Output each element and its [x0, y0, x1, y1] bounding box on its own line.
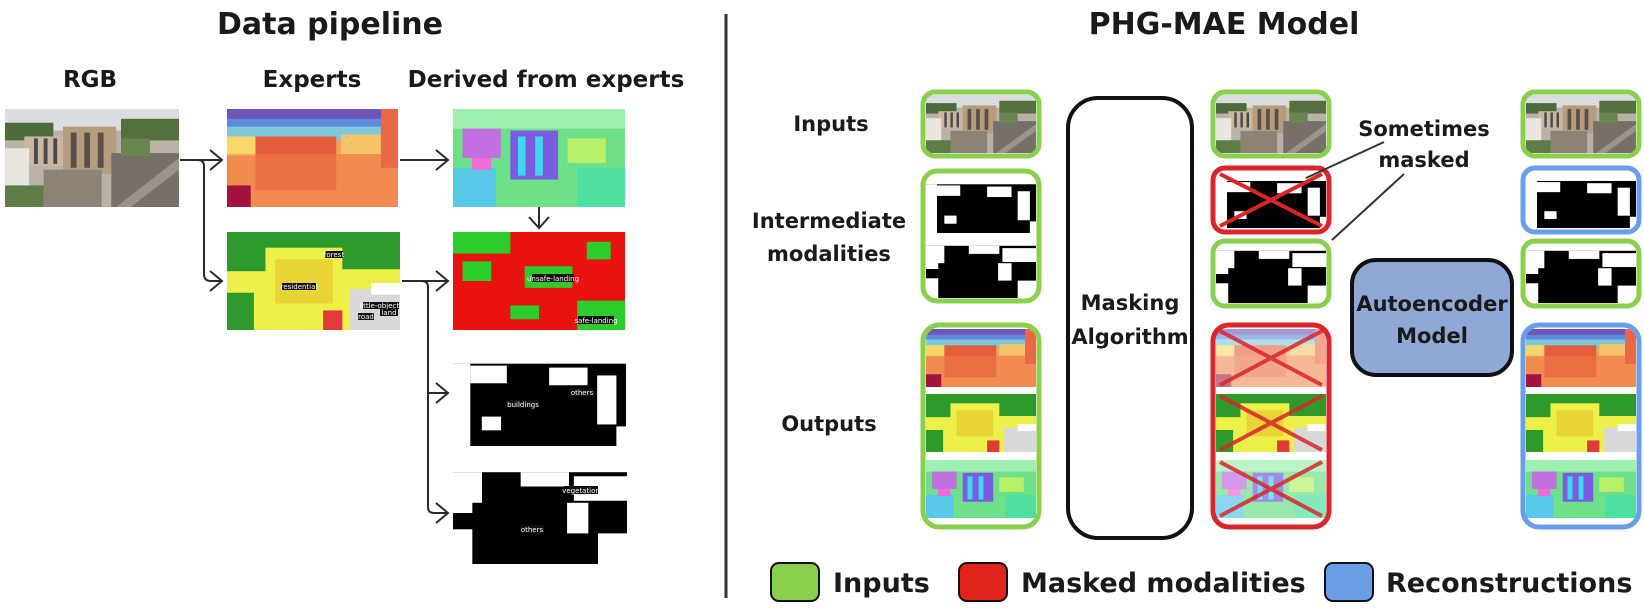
data-pipeline-title: Data pipeline [217, 7, 443, 42]
row-label-inputs: Inputs [793, 112, 868, 136]
model-title: PHG-MAE Model [1089, 7, 1360, 42]
rgb-column-header: RGB [63, 67, 117, 93]
legend-label-inputs: Inputs [833, 568, 930, 599]
autoencoder-label-1: Autoencoder [1356, 292, 1508, 316]
row-label-outputs: Outputs [781, 412, 876, 436]
masked-outputs-box [1210, 322, 1332, 530]
column-masked [1210, 89, 1332, 530]
legend-swatch-inputs [770, 562, 820, 602]
buildings-tag: buildings [507, 401, 539, 409]
legend: Inputs Masked modalities Reconstructions [770, 562, 1632, 602]
column-reconstructions [1520, 89, 1642, 530]
semantic-tag-land: land [381, 309, 396, 317]
input-intermediate-box [920, 168, 1042, 304]
row-label-intermediate-1: Intermediate [752, 209, 906, 233]
vegetation-tag: vegetation [562, 487, 600, 495]
masking-label-2: Algorithm [1071, 325, 1188, 349]
semantic-tag-little-objects: little-objects [359, 302, 403, 310]
semantic-tag-road: road [358, 313, 374, 321]
kept-vegetation-box [1210, 238, 1332, 309]
arrow-semantic-to-masks [402, 280, 448, 514]
autoencoder-label-2: Model [1396, 324, 1468, 348]
input-outputs-box [920, 322, 1042, 530]
rgb-image [5, 109, 179, 207]
sometimes-masked-label-2: masked [1378, 148, 1469, 172]
recon-buildings-box [1520, 165, 1642, 235]
vegetation-others-tag: others [521, 526, 544, 534]
input-rgb-box [920, 89, 1042, 159]
normals-image [453, 109, 625, 207]
masking-label-1: Masking [1081, 291, 1180, 315]
buildings-others-tag: others [571, 389, 594, 397]
recon-outputs-box [1520, 322, 1642, 530]
legend-label-reconstructions: Reconstructions [1386, 568, 1632, 599]
recon-rgb-box [1520, 89, 1642, 159]
vegetation-mask-image: vegetation others [453, 462, 627, 564]
safe-tag-safe-landing: safe-landing [574, 317, 617, 325]
masked-buildings-box [1210, 165, 1332, 235]
legend-label-masked: Masked modalities [1021, 568, 1306, 599]
arrow-rgb-to-semantic [180, 159, 222, 282]
depth-expert-image [227, 109, 398, 207]
recon-vegetation-box [1520, 238, 1642, 309]
sometimes-masked-label-1: Sometimes [1358, 117, 1490, 141]
experts-column-header: Experts [263, 67, 362, 93]
semantic-tag-forest: forest [324, 251, 344, 259]
derived-column-header: Derived from experts [408, 67, 685, 93]
safe-tag-unsafe-landing: unsafe-landing [527, 275, 579, 283]
semantic-expert-image: forest residential little-objects land r… [227, 232, 403, 330]
row-label-intermediate-2: modalities [767, 242, 891, 266]
safe-landing-image: unsafe-landing safe-landing [453, 232, 625, 330]
legend-swatch-masked [958, 562, 1008, 602]
sometimes-masked-pointers [1305, 141, 1405, 241]
autoencoder-model-box [1350, 258, 1514, 377]
buildings-mask-image: buildings others [453, 348, 626, 446]
masking-algorithm-box [1066, 96, 1194, 540]
semantic-tag-residential: residential [281, 283, 318, 291]
legend-swatch-reconstructions [1324, 562, 1374, 602]
column-inputs [920, 89, 1042, 530]
masked-rgb-box [1210, 89, 1332, 159]
pipeline-arrows [180, 149, 550, 524]
